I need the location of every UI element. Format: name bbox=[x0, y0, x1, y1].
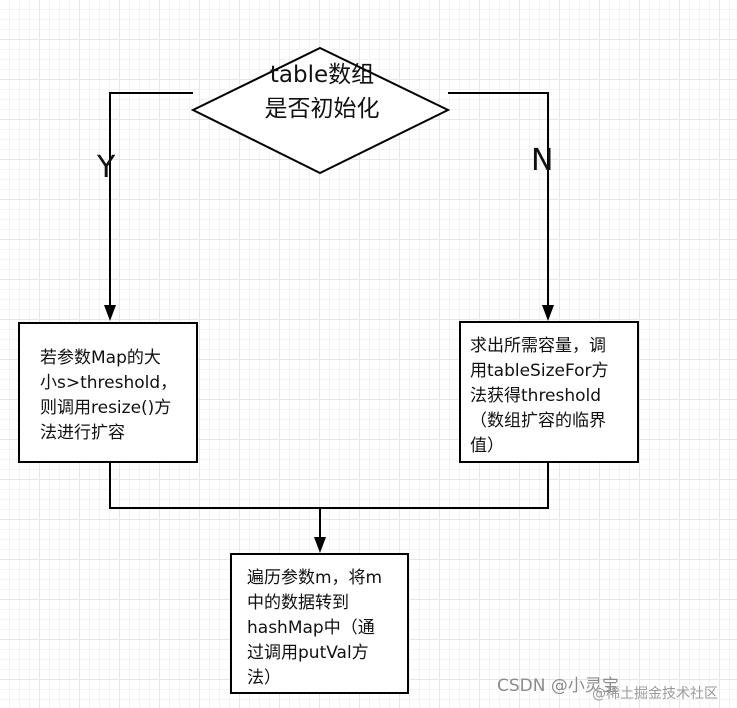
no-arrowhead bbox=[542, 305, 554, 321]
merge-arrowhead bbox=[314, 537, 326, 553]
merge-connector bbox=[109, 463, 549, 509]
resize-process-text: 若参数Map的大 小s>threshold， 则调用resize()方 法进行扩… bbox=[40, 348, 178, 443]
csdn-watermark: CSDN @小灵宝 bbox=[497, 676, 619, 696]
yes-arrowhead bbox=[104, 305, 116, 321]
threshold-process-text: 求出所需容量，调 用tableSizeFor方 法获得threshold （数组… bbox=[470, 336, 609, 456]
putval-process-text: 遍历参数m，将m 中的数据转到 hashMap中（通 过调用putVal方 法） bbox=[247, 568, 383, 688]
putval-process-box: 遍历参数m，将m 中的数据转到 hashMap中（通 过调用putVal方 法） bbox=[230, 553, 409, 694]
decision-label: table数组 是否初始化 bbox=[264, 62, 380, 122]
yes-connector bbox=[109, 92, 193, 315]
yes-branch-label: Y bbox=[97, 150, 116, 185]
no-branch-label: N bbox=[531, 143, 554, 178]
decision-diamond bbox=[190, 46, 451, 175]
resize-process-box: 若参数Map的大 小s>threshold， 则调用resize()方 法进行扩… bbox=[18, 322, 198, 463]
juejin-watermark: @稀土掘金技术社区 bbox=[592, 686, 718, 702]
threshold-process-box: 求出所需容量，调 用tableSizeFor方 法获得threshold （数组… bbox=[459, 321, 639, 463]
no-connector bbox=[448, 92, 549, 315]
